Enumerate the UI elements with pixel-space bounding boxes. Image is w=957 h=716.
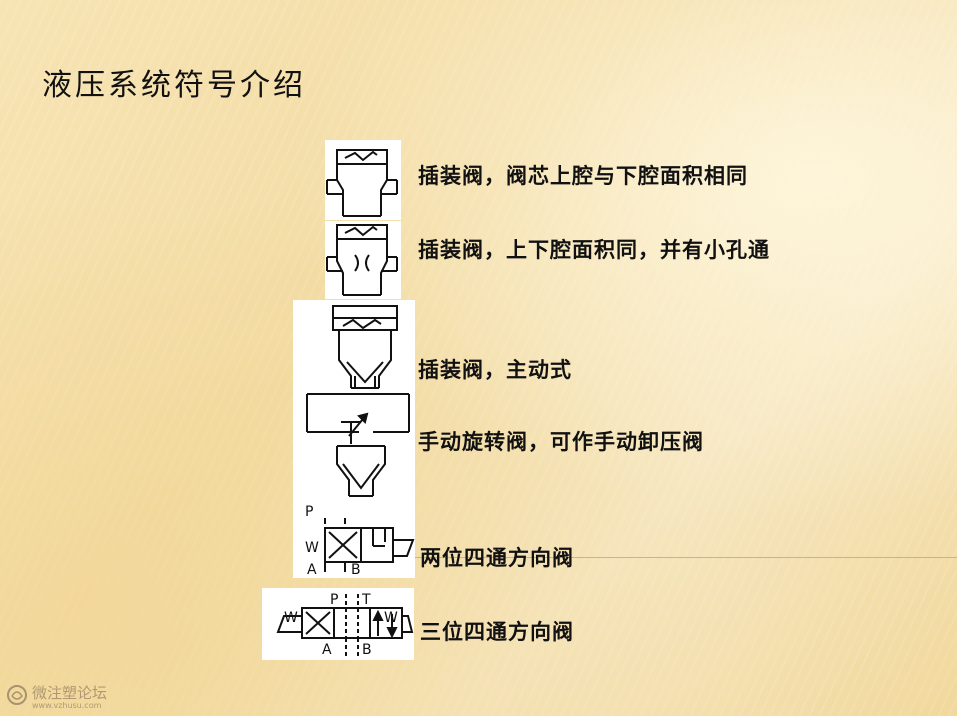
watermark-logo-icon bbox=[7, 685, 27, 705]
port-w-right-label: W bbox=[384, 610, 398, 626]
port-a-label: A bbox=[322, 642, 332, 658]
two-position-four-way-valve-icon: P W A B bbox=[293, 502, 415, 578]
port-a-label: A bbox=[307, 562, 317, 578]
watermark-name: 微注塑论坛 bbox=[32, 684, 108, 702]
three-position-four-way-valve-icon: P T W W A B bbox=[262, 588, 414, 660]
port-b-label: B bbox=[362, 642, 372, 658]
symbol-label-4: 手动旋转阀，可作手动卸压阀 bbox=[418, 429, 704, 454]
symbol-label-2: 插装阀，上下腔面积同，并有小孔通 bbox=[418, 237, 770, 262]
manual-rotary-valve-icon bbox=[293, 392, 415, 502]
page-title: 液压系统符号介绍 bbox=[42, 68, 306, 103]
port-t-label: T bbox=[361, 592, 371, 608]
divider-line bbox=[410, 557, 957, 558]
watermark: 微注塑论坛 www.vzhusu.com bbox=[4, 682, 144, 714]
symbol-label-3: 插装阀，主动式 bbox=[418, 357, 572, 382]
port-w-label: W bbox=[305, 540, 319, 556]
symbol-label-6: 三位四通方向阀 bbox=[420, 619, 574, 644]
cartridge-valve-orifice-icon bbox=[325, 221, 401, 299]
cartridge-valve-equal-area-icon bbox=[325, 140, 401, 220]
symbol-label-5: 两位四通方向阀 bbox=[420, 545, 574, 570]
port-p-label: P bbox=[330, 592, 338, 608]
port-w-left-label: W bbox=[284, 610, 298, 626]
port-b-label: B bbox=[351, 562, 361, 578]
watermark-url: www.vzhusu.com bbox=[32, 701, 102, 710]
port-p-label: P bbox=[305, 504, 313, 520]
symbol-label-1: 插装阀，阀芯上腔与下腔面积相同 bbox=[418, 163, 748, 188]
cartridge-valve-active-icon bbox=[293, 300, 415, 392]
